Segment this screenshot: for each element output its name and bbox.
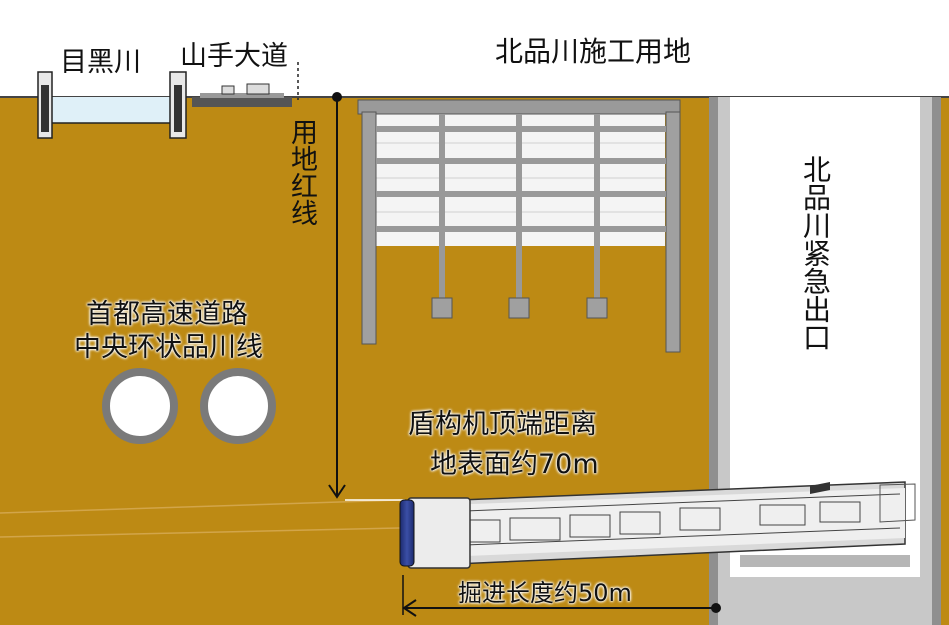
label-depth-line1: 盾构机顶端距离 xyxy=(408,409,597,440)
label-construction-site: 北品川施工用地 xyxy=(495,35,692,68)
excavation-pit xyxy=(357,99,681,353)
depth-arrow xyxy=(328,92,405,501)
label-expressway-line2: 中央环状品川线 xyxy=(74,332,263,363)
label-property-line: 用地红线 xyxy=(286,118,317,226)
shield-cutter-head xyxy=(399,499,415,567)
shield-machine-body xyxy=(407,497,471,569)
label-excavation-length: 掘进长度约50m xyxy=(458,579,632,607)
shield-tunnel xyxy=(399,481,916,569)
label-expressway-line1: 首都高速道路 xyxy=(86,299,248,330)
horizon-line-lower xyxy=(0,527,401,538)
label-depth-line2: 地表面约70m xyxy=(430,449,599,480)
horizon-line-upper xyxy=(0,499,401,514)
label-yamate-road: 山手大道 xyxy=(180,41,288,72)
sky xyxy=(0,0,949,97)
label-meguro-river: 目黑川 xyxy=(60,47,141,78)
meguro-river-channel xyxy=(37,71,187,139)
expressway-tunnel-right xyxy=(200,368,276,444)
excavation-length-arrow xyxy=(402,575,721,617)
label-emergency-exit: 北品川紧急出口 xyxy=(799,155,832,351)
expressway-tunnels xyxy=(102,368,276,444)
yamate-road xyxy=(192,62,299,107)
expressway-tunnel-left xyxy=(102,368,178,444)
